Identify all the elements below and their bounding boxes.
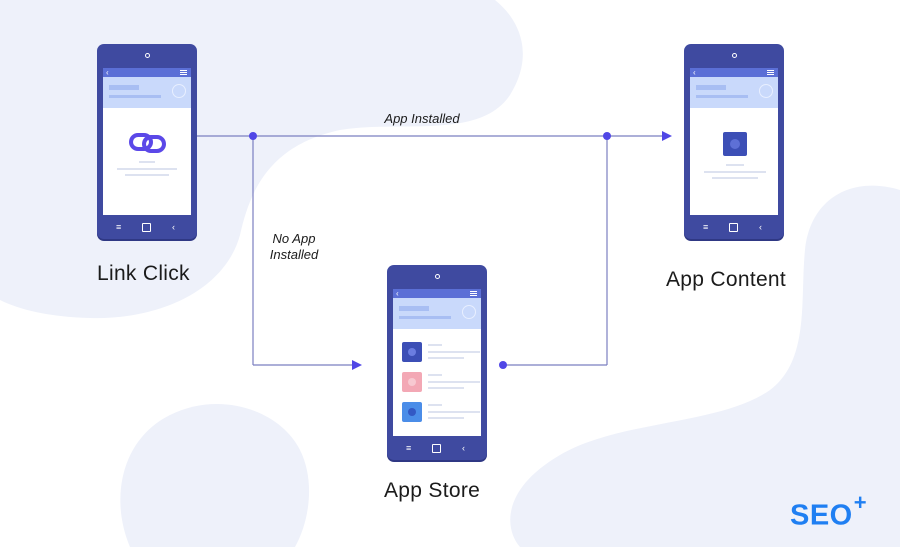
home-icon: [432, 444, 441, 453]
arrowhead-to-app-content: [662, 131, 672, 141]
arrowhead-to-app-store: [352, 360, 362, 370]
phone-app-store: ‹ ≡ ‹: [387, 265, 487, 460]
status-bar: ‹: [393, 289, 481, 298]
logo-plus: +: [853, 490, 868, 515]
circle-icon: [462, 305, 476, 319]
phone-link-click: ‹ ≡ ‹: [97, 44, 197, 239]
edge-label-line: No App: [272, 231, 316, 246]
home-icon: [142, 223, 151, 232]
blob-right: [510, 185, 900, 547]
nav-bar: ≡ ‹: [97, 217, 197, 239]
recent-apps-icon: ≡: [703, 222, 709, 232]
recent-apps-icon: ≡: [406, 443, 412, 453]
menu-icon: [767, 70, 774, 75]
recent-apps-icon: ≡: [116, 222, 122, 232]
link-chain-icon: [129, 133, 166, 153]
menu-icon: [180, 70, 187, 75]
screen-header: [690, 77, 778, 108]
label-link-click: Link Click: [97, 262, 190, 285]
label-app-store: App Store: [384, 479, 481, 502]
phone-screen: ‹: [690, 68, 778, 215]
app-square-icon: [723, 132, 747, 156]
app-list-item: [402, 372, 422, 392]
junction-dot: [249, 132, 257, 140]
blob-bottom-left: [120, 403, 310, 547]
back-nav-icon: ‹: [759, 222, 762, 232]
phone-screen: ‹: [103, 68, 191, 215]
camera-icon: [434, 274, 440, 279]
seo-plus-logo: SEO+: [790, 490, 867, 533]
edge-label-no-app-installed: No App Installed: [258, 231, 330, 263]
back-icon: ‹: [693, 68, 696, 77]
menu-icon: [470, 291, 477, 296]
back-nav-icon: ‹: [172, 222, 175, 232]
back-nav-icon: ‹: [462, 443, 465, 453]
edge-label-line: Installed: [269, 247, 319, 262]
home-icon: [729, 223, 738, 232]
phone-app-content: ‹ ≡ ‹: [684, 44, 784, 239]
junction-dot: [499, 361, 507, 369]
back-icon: ‹: [106, 68, 109, 77]
nav-bar: ≡ ‹: [387, 438, 487, 460]
label-app-content: App Content: [666, 268, 787, 291]
back-icon: ‹: [396, 289, 399, 298]
status-bar: ‹: [103, 68, 191, 77]
circle-icon: [759, 84, 773, 98]
app-list-item: [402, 402, 422, 422]
logo-text: SEO: [790, 499, 853, 532]
status-bar: ‹: [690, 68, 778, 77]
junction-dot: [603, 132, 611, 140]
circle-icon: [172, 84, 186, 98]
camera-icon: [731, 53, 737, 58]
app-list-item: [402, 342, 422, 362]
edge-label-app-installed: App Installed: [384, 111, 460, 126]
screen-header: [393, 298, 481, 329]
phone-screen: ‹: [393, 289, 481, 436]
screen-header: [103, 77, 191, 108]
nav-bar: ≡ ‹: [684, 217, 784, 239]
camera-icon: [144, 53, 150, 58]
